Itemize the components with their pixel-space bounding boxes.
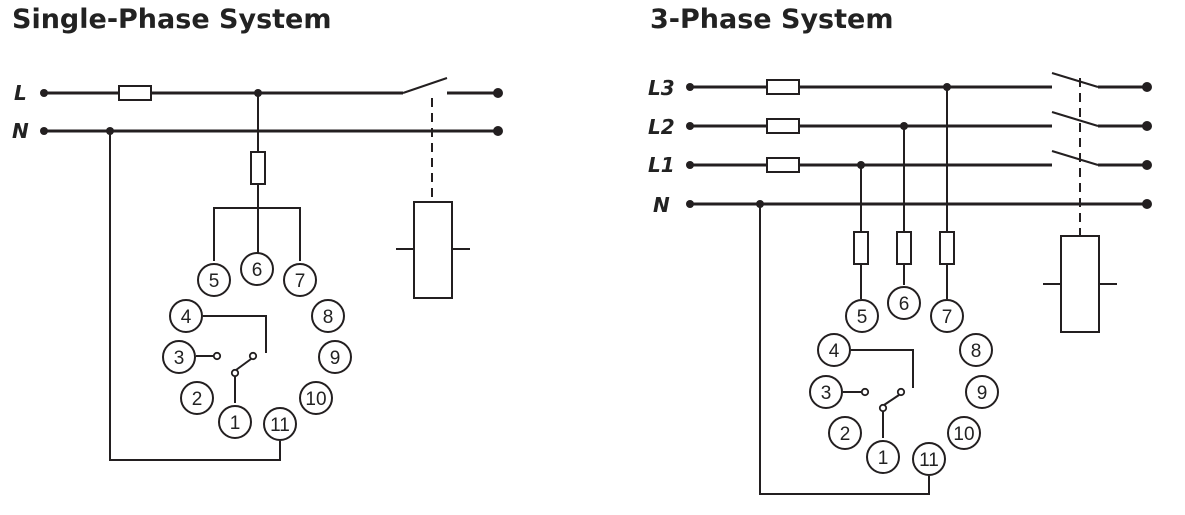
- pin-11: 11: [263, 407, 297, 441]
- pin-6: 6: [887, 286, 921, 320]
- single-phase-diagram: L N: [12, 77, 503, 461]
- pin-label: 5: [209, 271, 220, 292]
- bus-n3: [686, 199, 1152, 209]
- bus-l1: [686, 150, 1152, 173]
- pin-1: 1: [218, 405, 252, 439]
- fuse-supply: [250, 151, 266, 185]
- pin-label: 7: [295, 271, 306, 292]
- pin-10: 10: [947, 416, 981, 450]
- pin-9: 9: [965, 375, 999, 409]
- line-label-l: L: [14, 81, 27, 105]
- pin-label: 1: [230, 413, 241, 434]
- pin-11: 11: [912, 442, 946, 476]
- pin-label: 7: [942, 307, 953, 328]
- fuse-pin-7: [939, 231, 955, 265]
- pin-9: 9: [318, 340, 352, 374]
- contactor-coil-3: [1060, 235, 1100, 333]
- contactor-coil: [413, 201, 453, 299]
- pin-label: 1: [878, 448, 889, 469]
- fuse-pin-6: [896, 231, 912, 265]
- bus-l2: [686, 111, 1152, 134]
- pin-label: 9: [977, 383, 988, 404]
- pin-label: 11: [919, 450, 939, 471]
- pin-4: 4: [169, 299, 203, 333]
- contact-switch: [402, 77, 448, 94]
- fuse-l: [118, 85, 152, 101]
- pin-label: 4: [181, 307, 192, 328]
- three-phase-diagram: L3 L2 L1 N: [648, 72, 1152, 495]
- pin-6: 6: [240, 252, 274, 286]
- pin-label: 8: [971, 341, 982, 362]
- pin-2: 2: [180, 381, 214, 415]
- pin-label: 6: [899, 294, 910, 315]
- pin-5: 5: [845, 299, 879, 333]
- pin-5: 5: [197, 263, 231, 297]
- pin-7: 7: [930, 299, 964, 333]
- pin-10: 10: [299, 381, 333, 415]
- pin-label: 3: [174, 348, 185, 369]
- fuse-pin-5: [853, 231, 869, 265]
- pin-label: 10: [305, 389, 326, 410]
- pin-7: 7: [283, 263, 317, 297]
- bus-l: [40, 77, 503, 101]
- pin-label: 5: [857, 307, 868, 328]
- pin-label: 6: [252, 260, 263, 281]
- single-phase-title: Single-Phase System: [12, 4, 332, 35]
- pin-3: 3: [809, 375, 843, 409]
- pin-1: 1: [866, 440, 900, 474]
- fuse-l1: [766, 157, 800, 173]
- line-label-l2: L2: [648, 115, 675, 139]
- pin-label: 8: [323, 307, 334, 328]
- pin-3: 3: [162, 340, 196, 374]
- pin-label: 9: [330, 348, 341, 369]
- pin-8: 8: [311, 299, 345, 333]
- pin-8: 8: [959, 333, 993, 367]
- line-label-n3: N: [653, 193, 670, 217]
- pin-label: 2: [192, 389, 203, 410]
- pin-label: 3: [821, 383, 832, 404]
- pin-2: 2: [828, 416, 862, 450]
- pin-label: 4: [829, 341, 840, 362]
- fuse-l3: [766, 79, 800, 95]
- pin-label: 10: [953, 424, 974, 445]
- pin-label: 11: [270, 415, 290, 436]
- pin-4: 4: [817, 333, 851, 367]
- fuse-l2: [766, 118, 800, 134]
- bus-l3: [686, 72, 1152, 95]
- pin-label: 2: [840, 424, 851, 445]
- three-phase-title: 3-Phase System: [650, 4, 894, 35]
- bus-n: [40, 126, 503, 136]
- line-label-n: N: [12, 119, 29, 143]
- line-label-l1: L1: [648, 153, 675, 177]
- line-label-l3: L3: [648, 76, 675, 100]
